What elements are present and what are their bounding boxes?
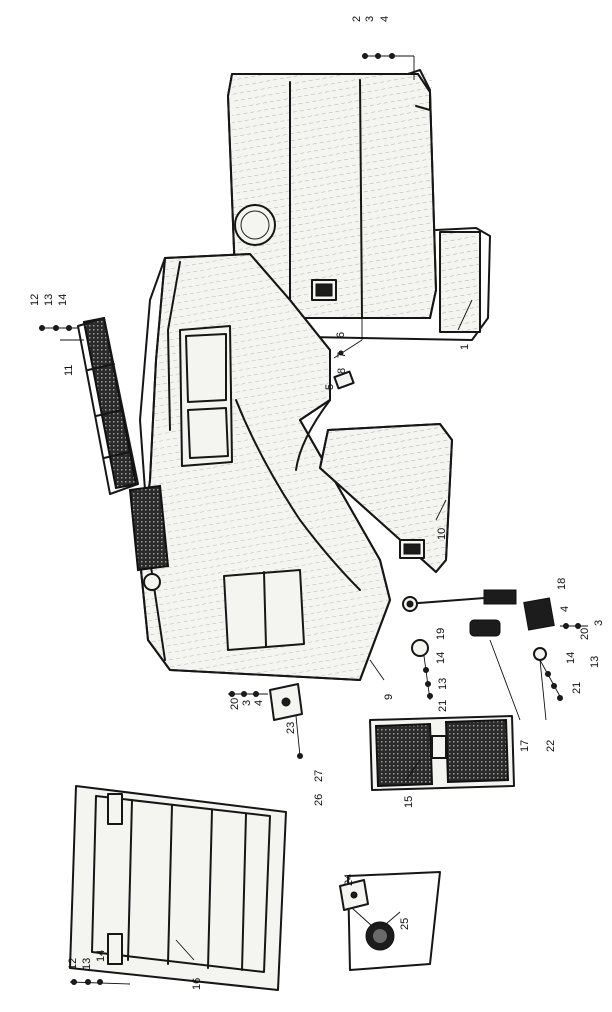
callout-7: 7 [336,352,348,358]
callout-labels: 2 3 4 1 12 13 14 11 6 7 8 5 10 9 18 4 20… [29,16,605,990]
callout-26: 26 [313,794,325,806]
callout-13-mid: 13 [437,678,449,690]
callout-14: 14 [57,294,69,306]
callout-leaders [60,299,547,961]
callout-6: 6 [335,332,347,338]
callout-12-bottom: 12 [67,958,79,970]
hardware-22-group [539,623,588,701]
part-1-rear-housing [227,69,491,341]
part-11-roof-mesh-panel [77,316,139,495]
callout-13-right: 13 [589,656,601,668]
callout-14-right: 14 [565,652,577,664]
part-17-lift-cylinder [402,589,555,661]
part-5-8-bracket [333,316,363,390]
part-24-25-lamp-assembly [339,871,441,971]
callout-21: 21 [437,700,449,712]
hardware-bolt-2-3-4 [362,53,415,80]
callout-3-left: 3 [241,700,253,706]
callout-24: 24 [343,874,355,886]
part-10-side-door-panel [319,423,453,573]
callout-8: 8 [336,368,348,374]
callout-17: 17 [519,740,531,752]
callout-3-right: 3 [593,620,605,626]
callout-20: 20 [579,628,591,640]
callout-4-left: 4 [253,700,265,706]
callout-13-bottom: 13 [81,958,93,970]
callout-12: 12 [29,294,41,306]
callout-22: 22 [545,740,557,752]
hardware-12-13-14-top [39,325,78,331]
part-16-frame-door [69,785,287,991]
callout-21-right: 21 [571,682,583,694]
callout-16: 16 [191,978,203,990]
part-15-grille [369,715,515,791]
callout-18: 18 [556,578,568,590]
part-9-cab-shell [128,253,391,681]
part-23-hinge-bracket [228,683,303,759]
callout-4-right: 4 [559,606,571,612]
callout-20-left: 20 [229,698,241,710]
callout-11: 11 [63,365,75,376]
callout-27: 27 [313,770,325,782]
callout-2: 2 [351,16,363,22]
callout-13: 13 [43,294,55,306]
callout-4: 4 [379,16,391,22]
callout-19: 19 [435,628,447,640]
hardware-19-group [423,655,433,701]
callout-25: 25 [399,918,411,930]
callout-9: 9 [383,694,395,700]
callout-23: 23 [285,722,297,734]
callout-3: 3 [364,16,376,22]
callout-5: 5 [324,384,336,390]
callout-15: 15 [403,796,415,808]
callout-10: 10 [436,528,448,540]
callout-1: 1 [459,344,471,350]
callout-14-bottom: 14 [95,950,107,962]
callout-14-mid: 14 [435,652,447,664]
